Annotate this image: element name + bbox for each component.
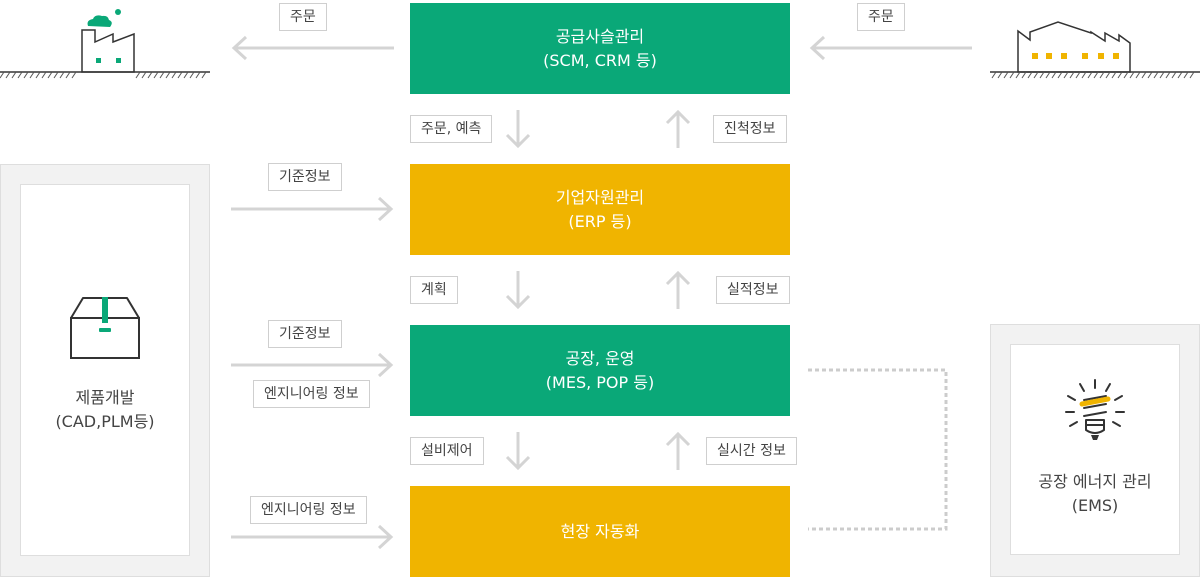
ems-sublabel: (EMS) (1071, 495, 1119, 515)
factory-icon (0, 9, 210, 79)
factory-icon (990, 21, 1200, 79)
scm-title: 공급사슬관리 (555, 26, 645, 46)
equipment-control-tag: 설비제어 (410, 437, 484, 465)
scm-box: 공급사슬관리 (SCM, CRM 등) (410, 3, 790, 94)
arrow-left (809, 35, 972, 61)
mes-box: 공장, 운영 (MES, POP 등) (410, 325, 790, 416)
order-forecast-tag: 주문, 예측 (410, 115, 493, 143)
engineering-info-tag: 엔지니어링 정보 (250, 496, 367, 524)
mes-title: 공장, 운영 (565, 348, 635, 368)
arrow-down (505, 271, 531, 310)
lightbulb-icon (1065, 378, 1125, 440)
engineering-info-tag: 엔지니어링 정보 (253, 380, 370, 408)
plan-tag: 계획 (410, 276, 458, 304)
product-dev-card: 제품개발 (CAD,PLM등) (20, 184, 190, 556)
erp-title: 기업자원관리 (555, 187, 645, 207)
product-dev-label: 제품개발 (75, 388, 135, 407)
arrow-up (665, 109, 691, 148)
box-icon (70, 297, 140, 359)
scm-subtitle: (SCM, CRM 등) (543, 50, 657, 70)
automation-box: 현장 자동화 (410, 486, 790, 577)
ems-card: 공장 에너지 관리 (EMS) (1010, 344, 1180, 555)
product-dev-sublabel: (CAD,PLM등) (55, 412, 155, 431)
order-tag: 주문 (857, 3, 905, 31)
result-info-tag: 실적정보 (716, 276, 790, 304)
realtime-info-tag: 실시간 정보 (706, 437, 797, 465)
arrow-down (505, 432, 531, 471)
arrow-right (231, 352, 394, 378)
progress-info-tag: 진척정보 (713, 115, 787, 143)
erp-subtitle: (ERP 등) (568, 211, 632, 231)
arrow-right (231, 524, 394, 550)
dashed-connector (808, 368, 948, 531)
arrow-right (231, 196, 394, 222)
automation-title: 현장 자동화 (560, 521, 640, 541)
arrow-up (665, 431, 691, 470)
standard-info-tag: 기준정보 (268, 163, 342, 191)
arrow-down (505, 110, 531, 149)
mes-subtitle: (MES, POP 등) (545, 372, 655, 392)
arrow-up (665, 270, 691, 309)
standard-info-tag: 기준정보 (268, 320, 342, 348)
erp-box: 기업자원관리 (ERP 등) (410, 164, 790, 255)
ems-label: 공장 에너지 관리 (1038, 471, 1152, 491)
order-tag: 주문 (279, 3, 327, 31)
arrow-left (231, 35, 394, 61)
